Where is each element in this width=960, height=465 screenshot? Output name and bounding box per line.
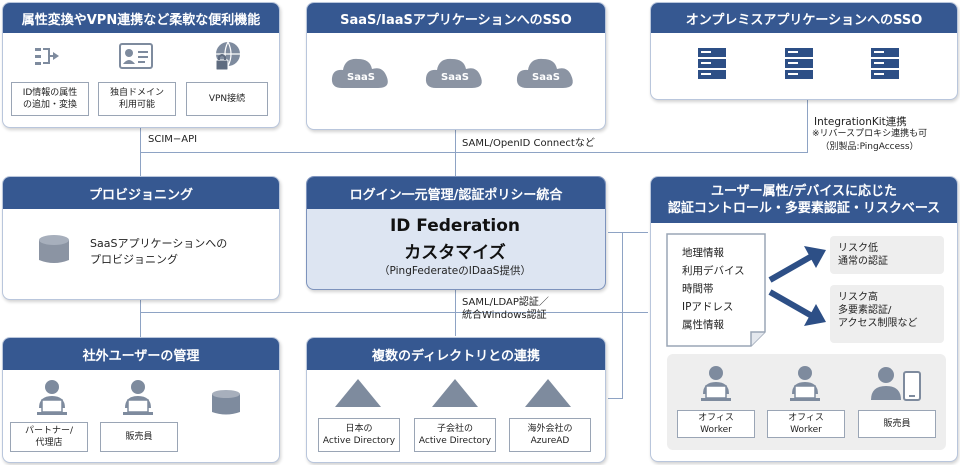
server-icon [871, 48, 899, 79]
risk-high-box: リスク高 多要素認証/ アクセス制限など [830, 285, 944, 343]
wire-scim-vertical [140, 125, 141, 177]
database-icon [212, 390, 240, 415]
sales-pc-icon [123, 380, 153, 415]
directories-panel-title: 複数のディレクトリとの連携 [307, 338, 605, 370]
arrow-down-right-icon [768, 289, 826, 326]
integration-kit-label: IntegrationKit連携 [814, 116, 907, 128]
worker-pc-icon [701, 366, 731, 401]
directory-triangle-icon [525, 379, 571, 407]
attr-item-id-convert: ID情報の属性 の追加・変換 [11, 82, 89, 116]
wire-onprem-vertical [807, 98, 808, 153]
wire-saml-horizontal [140, 152, 808, 153]
doc-item-attr: 属性情報 [682, 319, 724, 331]
provisioning-panel-title: プロビジョニング [3, 177, 279, 209]
customize-title: カスタマイズ [404, 243, 506, 263]
doc-item-device: 利用デバイス [682, 265, 745, 277]
wire-left-vertical [140, 298, 141, 338]
integration-note-label: ※リバースプロキシ連携も可 （別製品:PingAccess） [812, 129, 928, 152]
saas-cloud-label: SaaS [441, 72, 469, 83]
risk-low-box: リスク低 通常の認証 [830, 236, 944, 274]
server-icon [785, 48, 813, 79]
wire-ldap-horizontal [140, 312, 648, 313]
risk-user-office-1: オフィス Worker [677, 410, 755, 438]
doc-item-time: 時間帯 [682, 283, 714, 295]
risk-user-office-2: オフィス Worker [767, 410, 845, 438]
center-panel-title: ログイン一元管理/認証ポリシー統合 [307, 177, 605, 209]
wire-right-bottom [608, 398, 623, 399]
database-icon [39, 235, 69, 263]
directory-triangle-icon [432, 379, 478, 407]
saas-cloud-icon: SaaS [331, 58, 388, 88]
saas-cloud-icon: SaaS [516, 58, 573, 88]
attr-item-domain: 独自ドメイン 利用可能 [98, 82, 176, 116]
external-user-sales: 販売員 [100, 422, 178, 452]
risk-panel-title: ユーザー属性/デバイスに応じた 認証コントロール・多要素認証・リスクベース [651, 177, 957, 223]
wire-saml-vertical [455, 128, 456, 176]
saml-ldap-label: SAML/LDAP認証／ 統合Windows認証 [462, 297, 549, 321]
wire-right-vertical [622, 232, 623, 398]
attr-item-vpn: VPN接続 [186, 82, 268, 116]
arrow-up-right-icon [768, 246, 826, 283]
worker-pc-icon [790, 366, 820, 401]
directory-overseas-azuread: 海外会社の AzureAD [509, 418, 591, 452]
directory-triangle-icon [335, 379, 381, 407]
directory-japan-ad: 日本の Active Directory [318, 418, 400, 452]
wire-right-top [608, 232, 648, 233]
id-federation-panel: ログイン一元管理/認証ポリシー統合 [306, 176, 606, 290]
doc-item-geo: 地理情報 [682, 247, 724, 259]
attribute-convert-icon [35, 48, 59, 65]
id-federation-title: ID Federation [389, 216, 521, 236]
scim-api-label: SCIM−API [148, 134, 198, 145]
saml-oidc-label: SAML/OpenID Connectなど [462, 138, 595, 149]
saas-cloud-label: SaaS [347, 72, 375, 83]
partner-pc-icon [37, 380, 67, 415]
user-mobile-icon [871, 367, 921, 401]
saas-panel-title: SaaS/IaaSアプリケーションへのSSO [307, 3, 605, 33]
pingfederate-subtitle: （PingFederateのIDaaS提供） [379, 265, 531, 277]
id-card-icon [119, 43, 153, 69]
saas-cloud-label: SaaS [532, 72, 560, 83]
doc-item-ip: IPアドレス [682, 301, 734, 313]
server-icon [698, 48, 726, 79]
external-user-partner: パートナー/ 代理店 [10, 422, 88, 452]
document-icon [666, 233, 766, 347]
vpn-lock-globe-icon [215, 41, 240, 71]
onprem-panel-title: オンプレミスアプリケーションへのSSO [651, 3, 957, 33]
risk-user-sales: 販売員 [858, 410, 936, 438]
provisioning-text: SaaSアプリケーションへの プロビジョニング [90, 237, 228, 266]
saas-cloud-icon: SaaS [425, 58, 482, 88]
directory-subsidiary-ad: 子会社の Active Directory [414, 418, 496, 452]
external-panel-title: 社外ユーザーの管理 [3, 338, 279, 370]
attr-panel-title: 属性変換やVPN連携など柔軟な便利機能 [3, 3, 279, 33]
